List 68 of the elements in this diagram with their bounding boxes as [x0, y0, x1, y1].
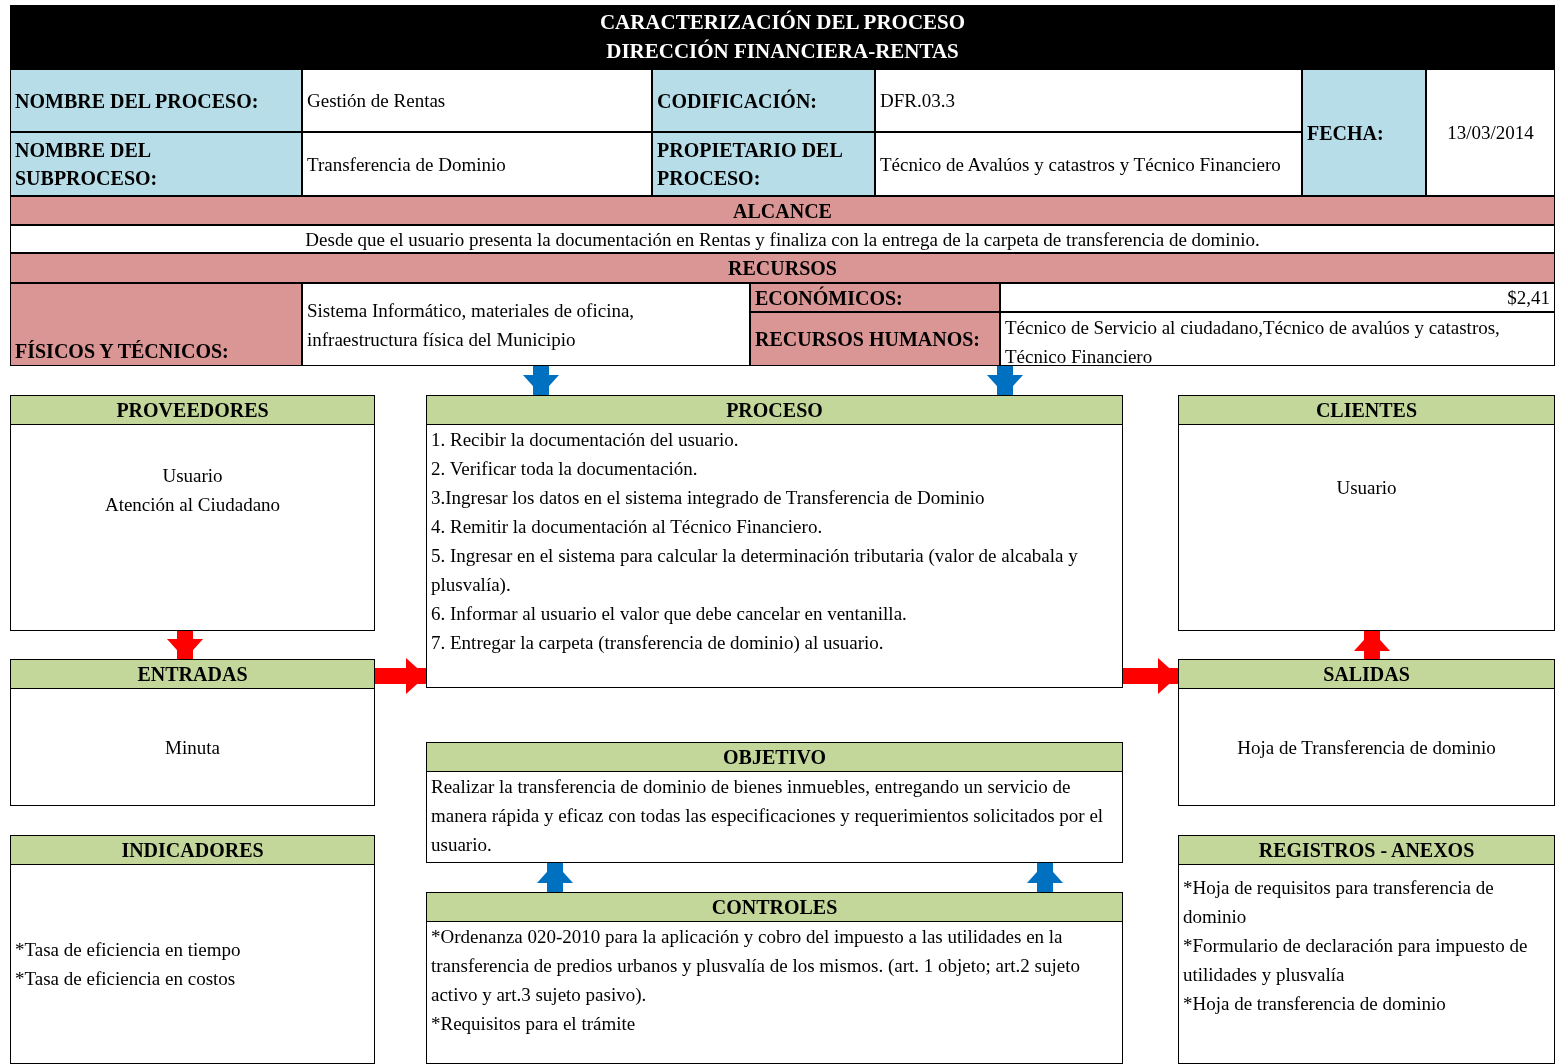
section-box: [1000, 312, 1555, 366]
section-heading: SALIDAS: [1179, 660, 1554, 689]
section-box: [10, 659, 375, 806]
block-arrow: [375, 658, 426, 694]
field-label: ECONÓMICOS:: [750, 283, 1000, 312]
section-text: *Requisitos para el trámite: [431, 1012, 637, 1036]
section-header: RECURSOS: [10, 253, 1555, 283]
block-arrow: [537, 863, 573, 892]
section-box: [426, 892, 1123, 1064]
title-text: CARACTERIZACIÓN DEL PROCESO DIRECCIÓN FINANCIERA-RENTAS: [598, 9, 967, 65]
section-text: 2. Verificar toda la documentación.: [431, 457, 699, 481]
block-arrow: [1354, 631, 1390, 659]
section-box: [10, 835, 375, 1064]
section-text: Minuta: [165, 735, 220, 760]
field-value: 13/03/2014: [1426, 69, 1555, 196]
section-box: [1178, 835, 1555, 1064]
section-text: *Ordenanza 020-2010 para la aplicación y cobro del impuesto a las utilidades en la transferencia de predios urbanos y plusvalía de los mismos. (art. 1 objeto; art.2 sujeto activo y art.3 sujeto pasivo).: [431, 925, 1081, 1007]
section-heading: CLIENTES: [1179, 396, 1554, 425]
section-heading: OBJETIVO: [427, 743, 1122, 772]
section-text: *Hoja de requisitos para transferencia de dominio: [1183, 876, 1495, 929]
section-text: *Tasa de eficiencia en tiempo: [15, 938, 242, 962]
section-text: Realizar la transferencia de dominio de bienes inmuebles, entregando un servicio de manera rápida y eficaz con todas las especificaciones y requerimientos solicitados por el usuario.: [431, 775, 1105, 857]
block-arrow: [1027, 863, 1063, 892]
block-arrow: [1123, 658, 1178, 694]
section-text: Sistema Informático, materiales de oficina, infraestructura física del Municipio: [307, 298, 636, 352]
field-label: NOMBRE DEL PROCESO:: [10, 69, 302, 132]
block-arrow: [987, 366, 1023, 395]
section-text: 5. Ingresar en el sistema para calcular la determinación tributaria (valor de alcabala y plusvalía).: [431, 544, 1079, 597]
section-text: Hoja de Transferencia de dominio: [1237, 735, 1496, 760]
section-box: [302, 283, 750, 366]
section-heading: INDICADORES: [11, 836, 374, 865]
field-value: DFR.03.3: [875, 69, 1302, 132]
field-value: Gestión de Rentas: [302, 69, 652, 132]
scope-text: Desde que el usuario presenta la documentación en Rentas y finaliza con la entrega de la carpeta de transferencia de dominio.: [10, 225, 1555, 253]
section-text: Técnico de Servicio al ciudadano,Técnico de avalúos y catastros, Técnico Financiero: [1005, 316, 1501, 369]
section-box: [10, 395, 375, 631]
section-text: Atención al Ciudadano: [104, 493, 281, 517]
block-arrow: [523, 366, 559, 395]
section-heading: CONTROLES: [427, 893, 1122, 922]
section-text: 4. Remitir la documentación al Técnico Financiero.: [431, 515, 824, 539]
field-value: Técnico de Avalúos y catastros y Técnico Financiero: [875, 132, 1302, 196]
block-arrow: [167, 631, 203, 659]
section-box: [426, 395, 1123, 688]
section-text: *Formulario de declaración para impuesto de utilidades y plusvalía: [1183, 934, 1529, 987]
field-value: $2,41: [1000, 283, 1555, 312]
section-heading: REGISTROS - ANEXOS: [1179, 836, 1554, 865]
field-label: FÍSICOS Y TÉCNICOS:: [10, 283, 302, 366]
section-heading: PROVEEDORES: [11, 396, 374, 425]
field-label: PROPIETARIO DEL PROCESO:: [652, 132, 875, 196]
field-label: FECHA:: [1302, 69, 1426, 196]
section-text: *Hoja de transferencia de dominio: [1183, 992, 1447, 1016]
section-box: [1178, 395, 1555, 631]
section-text: 3.Ingresar los datos en el sistema integrado de Transferencia de Dominio: [431, 486, 986, 510]
section-text: *Tasa de eficiencia en costos: [15, 967, 237, 991]
section-text: Usuario: [1336, 476, 1397, 500]
section-box: [1178, 659, 1555, 806]
section-text: Usuario: [162, 464, 223, 488]
section-text: 7. Entregar la carpeta (transferencia de dominio) al usuario.: [431, 631, 885, 655]
field-label: RECURSOS HUMANOS:: [750, 312, 1000, 366]
section-box: [426, 742, 1123, 863]
section-text: 6. Informar al usuario el valor que debe cancelar en ventanilla.: [431, 602, 908, 626]
section-text: 1. Recibir la documentación del usuario.: [431, 428, 740, 452]
section-heading: PROCESO: [427, 396, 1122, 425]
field-value: Transferencia de Dominio: [302, 132, 652, 196]
field-label: CODIFICACIÓN:: [652, 69, 875, 132]
field-label: NOMBRE DEL SUBPROCESO:: [10, 132, 302, 196]
section-header: ALCANCE: [10, 196, 1555, 225]
section-heading: ENTRADAS: [11, 660, 374, 689]
